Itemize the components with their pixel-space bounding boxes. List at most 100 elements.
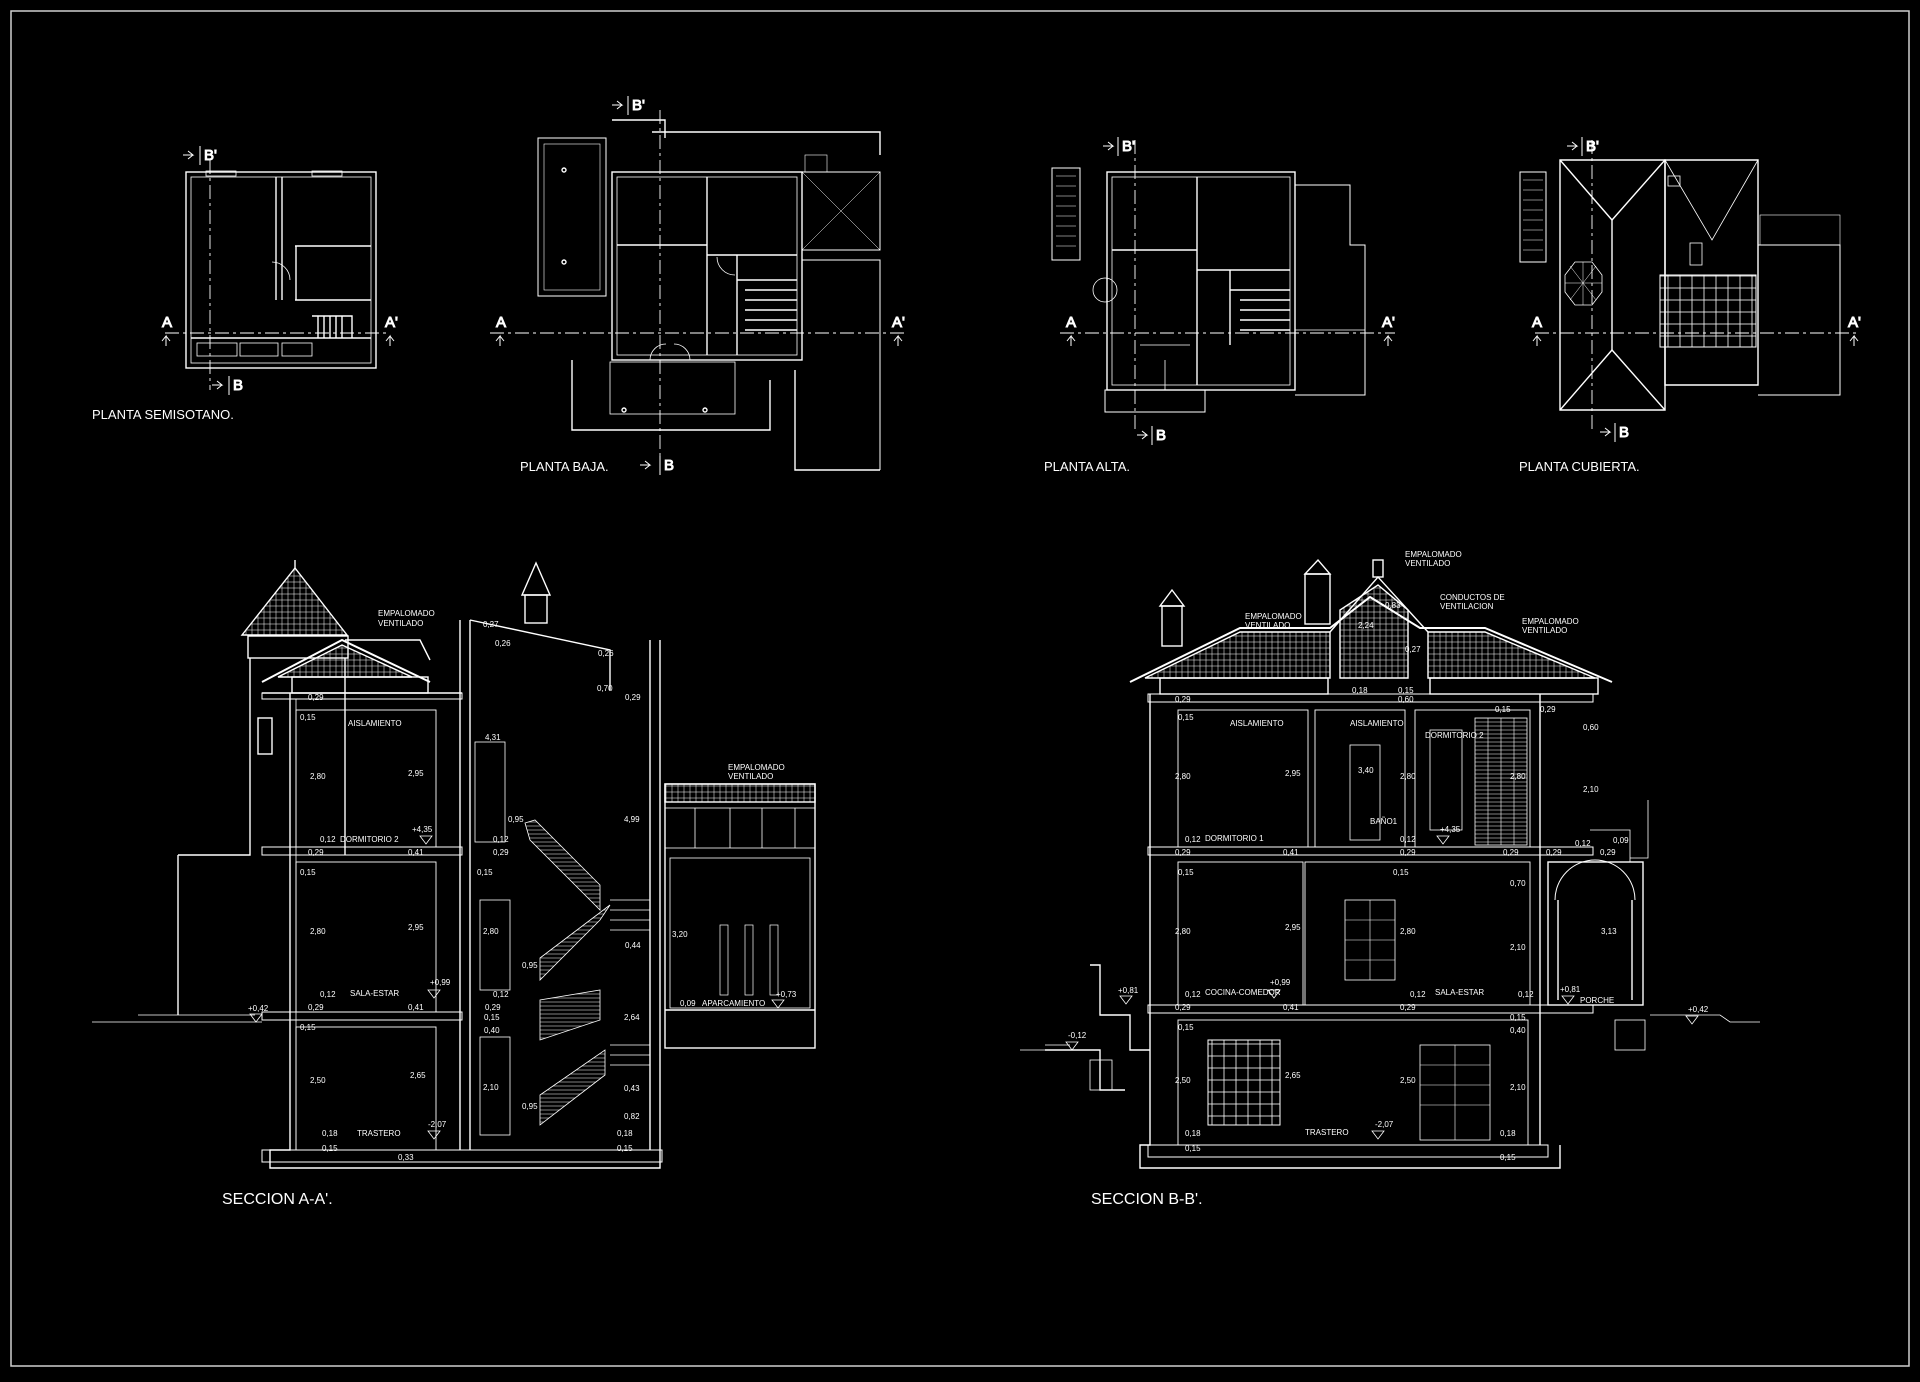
dim-text: 0,12 [1400, 835, 1416, 844]
dim-text: 2,80 [310, 772, 326, 781]
cut-label: B [233, 377, 243, 394]
dim-text: 0,18 [1352, 686, 1368, 695]
dim-text: -2,07 [1375, 1120, 1394, 1129]
room-label: PORCHE [1580, 996, 1614, 1005]
dim-text: 0,15 [1178, 713, 1194, 722]
dim-text: 0,70 [597, 684, 613, 693]
dim-text: +4,35 [412, 825, 433, 834]
dim-text: 0,29 [1600, 848, 1616, 857]
cut-label: B' [632, 97, 645, 114]
room-label: TRASTERO [1305, 1128, 1349, 1137]
room-label: SALA-ESTAR [350, 989, 399, 998]
dim-text: 0,44 [625, 941, 641, 950]
dim-text: 0,15 [1185, 1144, 1201, 1153]
dim-text: 0,33 [398, 1153, 414, 1162]
dim-text: 3,40 [1358, 766, 1374, 775]
dim-text: 0,27 [483, 620, 499, 629]
dim-text: 0,29 [1400, 848, 1416, 857]
dim-text: 2,24 [1358, 621, 1374, 630]
room-label: DORMITORIO 2 [1425, 731, 1484, 740]
dim-text: 0,60 [1583, 723, 1599, 732]
room-label: TRASTERO [357, 1129, 401, 1138]
dim-text: 2,95 [1285, 769, 1301, 778]
dim-text: 0,70 [1510, 879, 1526, 888]
title-seccion-b: SECCION B-B'. [1091, 1191, 1203, 1208]
dim-text: 0,29 [625, 693, 641, 702]
dim-text: 0,95 [508, 815, 524, 824]
note-label: VENTILADO [1245, 621, 1290, 630]
cut-label: A [496, 314, 506, 331]
cut-label: A [162, 314, 172, 331]
dim-text: 0,12 [320, 990, 336, 999]
note-label: AISLAMIENTO [348, 719, 402, 728]
dim-text: 2,50 [1400, 1076, 1416, 1085]
plan-semisotano [165, 160, 390, 390]
dim-text: 0,15 [1393, 868, 1409, 877]
dim-text: +0,73 [776, 990, 797, 999]
dim-text: 0,27 [1405, 645, 1421, 654]
section-b-labels: EMPALOMADO VENTILADO EMPALOMADO VENTILAD… [1068, 550, 1709, 1162]
room-label: DORMITORIO 1 [1205, 834, 1264, 843]
title-planta-semisotano: PLANTA SEMISOTANO. [92, 407, 234, 422]
note-label: EMPALOMADO [1245, 612, 1302, 621]
cut-label: B' [1586, 138, 1599, 155]
dim-text: 2,80 [1510, 772, 1526, 781]
dim-text: 0,15 [484, 1013, 500, 1022]
dim-text: 2,80 [483, 927, 499, 936]
dim-text: 0,15 [300, 713, 316, 722]
dim-text: 0,12 [1518, 990, 1534, 999]
dim-text: 0,15 [1178, 1023, 1194, 1032]
note-label: VENTILADO [1522, 626, 1567, 635]
dim-text: 0,12 [1185, 990, 1201, 999]
dim-text: 0,29 [1175, 848, 1191, 857]
dim-text: 2,80 [1400, 927, 1416, 936]
note-label: VENTILADO [728, 772, 773, 781]
dim-text: 2,50 [310, 1076, 326, 1085]
level-markers [249, 835, 1699, 1140]
dim-text: 2,80 [1175, 772, 1191, 781]
dim-text: 0,43 [624, 1084, 640, 1093]
dim-text: 0,41 [1283, 1003, 1299, 1012]
dim-text: 0,15 [322, 1144, 338, 1153]
dim-text: 0,29 [1175, 1003, 1191, 1012]
dim-text: 0,29 [308, 1003, 324, 1012]
dim-text: 0,18 [1500, 1129, 1516, 1138]
dim-text: -0,12 [1068, 1031, 1087, 1040]
plan-baja [490, 110, 905, 471]
cut-label: A' [892, 314, 905, 331]
dim-text: 0,82 [624, 1112, 640, 1121]
note-label: EMPALOMADO [1522, 617, 1579, 626]
dim-text: 2,10 [1510, 1083, 1526, 1092]
dim-text: 0,29 [1175, 695, 1191, 704]
dim-text: +0,81 [1118, 986, 1139, 995]
dim-text: 0,15 [1495, 705, 1511, 714]
plan-alta [1051, 140, 1395, 430]
dim-text: 0,09 [1613, 836, 1629, 845]
dim-text: +0,81 [1560, 985, 1581, 994]
section-a [92, 560, 816, 1169]
dim-text: 2,95 [408, 923, 424, 932]
dim-text: 0,15 [617, 1144, 633, 1153]
dim-text: 2,80 [310, 927, 326, 936]
dim-text: 0,60 [1398, 695, 1414, 704]
dim-text: 0,26 [495, 639, 511, 648]
title-planta-baja: PLANTA BAJA. [520, 459, 609, 474]
dim-text: 0,29 [1503, 848, 1519, 857]
cut-label: B [1156, 427, 1166, 444]
dim-text: 4,99 [624, 815, 640, 824]
dim-text: -2,07 [428, 1120, 447, 1129]
dim-text: 0,15 [1500, 1153, 1516, 1162]
dim-text: 0,40 [1510, 1026, 1526, 1035]
cut-label: A' [1382, 314, 1395, 331]
title-planta-alta: PLANTA ALTA. [1044, 459, 1130, 474]
dim-text: 0,83 [1385, 601, 1401, 610]
dim-text: +0,99 [1270, 978, 1291, 987]
dim-text: 2,95 [1285, 923, 1301, 932]
dim-text: 0,12 [493, 835, 509, 844]
dim-text: 2,10 [483, 1083, 499, 1092]
cut-label: A [1066, 314, 1076, 331]
dim-text: 3,13 [1601, 927, 1617, 936]
cut-label: A [1532, 314, 1542, 331]
room-label: SALA-ESTAR [1435, 988, 1484, 997]
dim-text: +0,42 [1688, 1005, 1709, 1014]
